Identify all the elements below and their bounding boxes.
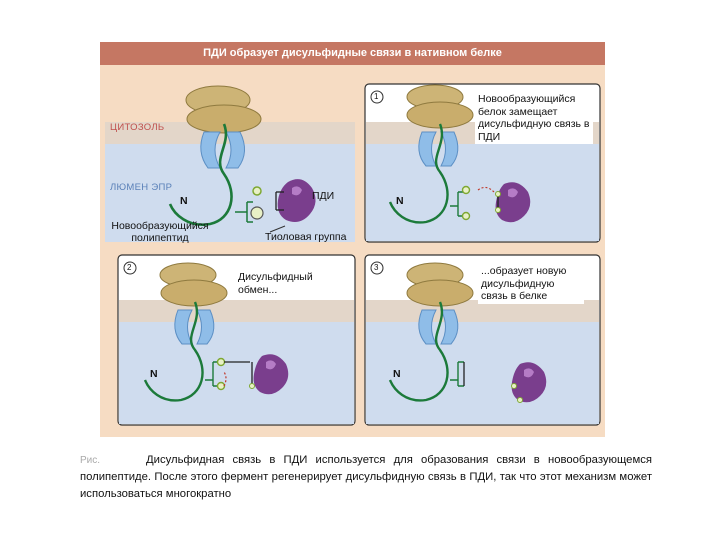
figure-caption: Рис.Дисульфидная связь в ПДИ используетс… bbox=[80, 452, 652, 503]
pdi-label: ПДИ bbox=[312, 190, 335, 202]
cytosol-label: ЦИТОЗОЛЬ bbox=[110, 122, 165, 133]
panel-3-text: ...образует новую дисульфидную связь в б… bbox=[478, 264, 584, 304]
panel-2-text: Дисульфидный обмен... bbox=[235, 270, 331, 297]
caption-text: Дисульфидная связь в ПДИ используется дл… bbox=[80, 454, 652, 500]
thiol-group-label: Тиоловая группа bbox=[265, 231, 347, 243]
panel-1-text: Новообразующийся белок замещает дисульфи… bbox=[475, 92, 593, 144]
translocon bbox=[200, 131, 245, 169]
thiol-stems bbox=[235, 201, 253, 223]
er-lumen-label: ЛЮМЕН ЭПР bbox=[110, 182, 173, 193]
panel-3 bbox=[364, 254, 601, 426]
nascent-polypeptide-label: Новообразующийся полипептид bbox=[111, 220, 209, 244]
panel-2-number: 2 bbox=[127, 263, 132, 272]
nascent-polypeptide-chain bbox=[168, 123, 233, 226]
caption-figure-number: Рис. bbox=[80, 455, 101, 466]
thiol-group-highlight bbox=[250, 206, 264, 220]
panel-3-number: 3 bbox=[374, 263, 379, 272]
panel-3-n-label: N bbox=[393, 368, 401, 380]
overview-panel bbox=[105, 85, 355, 242]
panel-2-n-label: N bbox=[150, 368, 158, 380]
thiol-group bbox=[252, 186, 262, 196]
panel-1-n-label: N bbox=[396, 195, 404, 207]
n-terminus-label: N bbox=[180, 195, 188, 207]
panel-2 bbox=[117, 254, 356, 426]
panel-1-number: 1 bbox=[374, 92, 379, 101]
pdi-enzyme bbox=[275, 179, 316, 222]
diagram-figure: ПДИ образует дисульфидные связи в нативн… bbox=[100, 42, 605, 437]
ribosome bbox=[185, 85, 262, 134]
thiol-leader-line bbox=[269, 225, 286, 233]
figure-title: ПДИ образует дисульфидные связи в нативн… bbox=[100, 42, 605, 65]
